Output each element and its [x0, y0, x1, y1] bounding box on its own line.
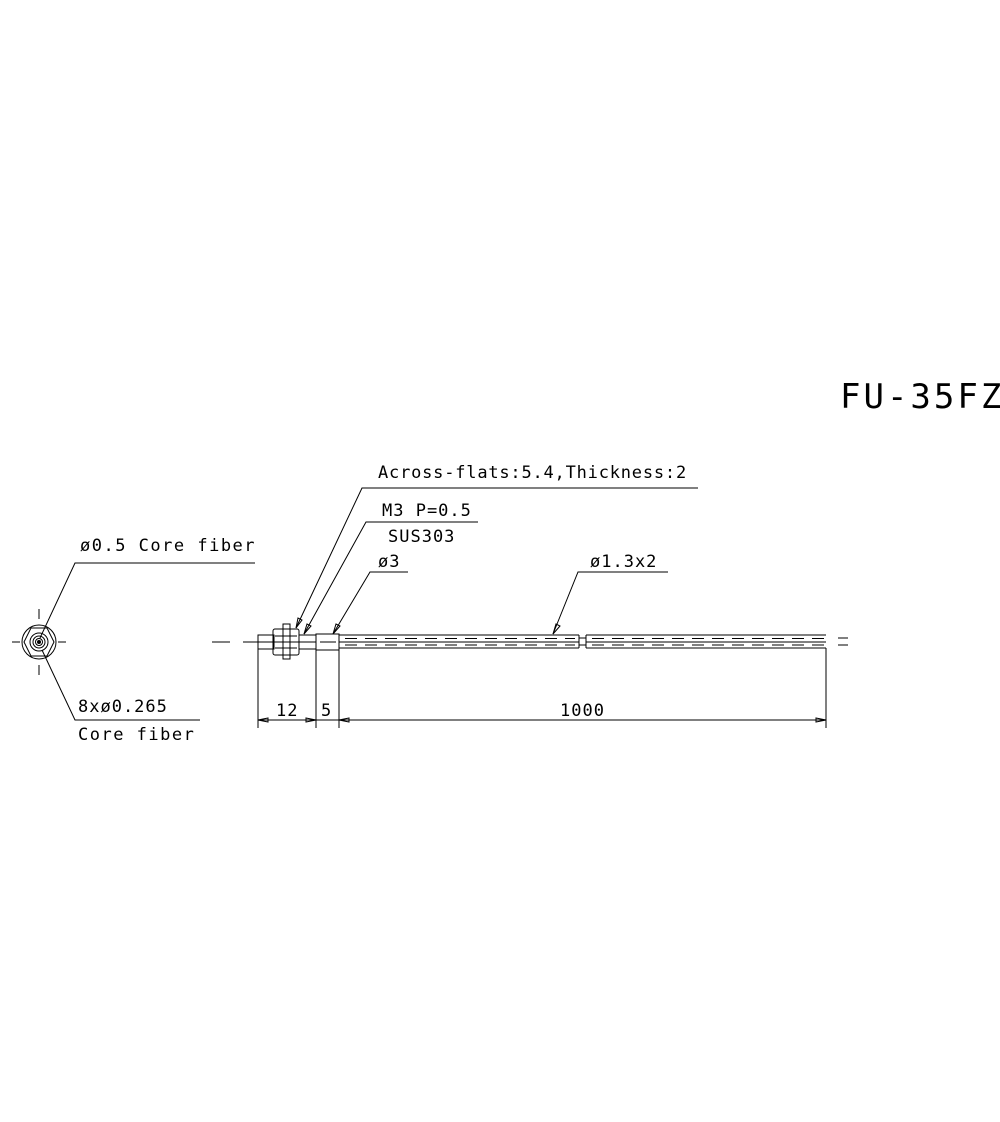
- core-fiber-dot: [37, 640, 41, 644]
- cable-diameter-label: ø1.3x2: [590, 552, 657, 572]
- sleeve-diameter-label: ø3: [378, 552, 400, 572]
- outer-sheath-circle: [21, 624, 57, 660]
- thread-spec-label: M3 P=0.5: [382, 501, 472, 521]
- fiber-cable-segment-2: [585, 634, 826, 649]
- dimension-sleeve-length: 5: [321, 701, 331, 721]
- fibers-core-label: Core fiber: [78, 725, 195, 745]
- material-label: SUS303: [388, 527, 455, 547]
- dimension-head-length: 12: [276, 701, 298, 721]
- dimension-cable-length: 1000: [560, 701, 605, 721]
- core-fiber-label: ø0.5 Core fiber: [80, 536, 256, 556]
- hex-nut-outline: [23, 627, 55, 657]
- nut-spec-label: Across-flats:5.4,Thickness:2: [378, 463, 687, 483]
- fibers-count-label: 8xø0.265: [78, 697, 168, 717]
- fiber-cable-segment-1: [339, 634, 580, 649]
- end-view: ø0.5 Core fiber 8xø0.265 Core fiber: [12, 536, 256, 745]
- model-title: FU-35FZ: [840, 377, 1000, 417]
- side-view: Across-flats:5.4,Thickness:2 M3 P=0.5 SU…: [212, 463, 848, 728]
